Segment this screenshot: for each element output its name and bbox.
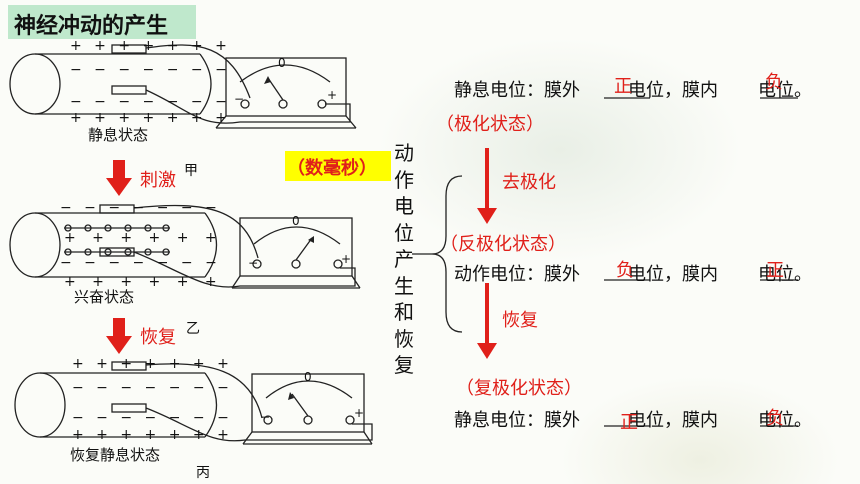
charges-inner-bottom-1: − − − − − − − xyxy=(70,94,231,110)
step-depolarization: 去极化 xyxy=(502,172,556,193)
vertical-label: 动作电 位产生 和恢复 xyxy=(394,141,414,377)
state-polarized: （极化状态） xyxy=(436,114,544,135)
charges-inner-top-3: − − − − − − − xyxy=(72,380,233,396)
step-recovery: 恢复 xyxy=(502,310,538,331)
resting-potential-line-1: 静息电位：膜外电位，膜内电位。 xyxy=(454,80,812,101)
electrode-outer-3 xyxy=(111,361,263,419)
arrow-recovery-head xyxy=(106,336,132,354)
charges-outer-top-3: + + + + + + + xyxy=(72,356,233,372)
galvanometer-1 xyxy=(215,57,357,129)
answer-1a: 正 xyxy=(614,76,632,97)
charges-outer-bottom-3: + + + + + + + xyxy=(72,427,233,443)
figure-mark-a: 甲 xyxy=(184,163,198,179)
charges-inner-top-1: − − − − − − − xyxy=(70,62,231,78)
arrow-repolarize-head xyxy=(477,343,497,359)
action-potential-line: 动作电位：膜外电位，膜内电位。 xyxy=(454,264,812,285)
electrode-inner-3 xyxy=(111,403,373,442)
answer-1b: 负 xyxy=(765,72,783,93)
state-rest-label: 静息状态 xyxy=(88,126,149,144)
meter-zero-1: 0 xyxy=(278,56,286,70)
state-excite-label: 兴奋状态 xyxy=(74,288,135,306)
local-current-loops xyxy=(64,224,170,256)
galvanometer-2 xyxy=(231,217,361,289)
arrow-stimulus-head xyxy=(106,178,132,196)
meter-plus-2: + xyxy=(341,252,352,266)
page-title: 神经冲动的产生 xyxy=(14,14,169,39)
needle-tip-2 xyxy=(308,236,314,243)
figure-mark-b: 乙 xyxy=(186,321,200,337)
answer-3a: 正 xyxy=(620,412,638,433)
charges-outer-bottom-1: + + + + + + + xyxy=(70,110,231,126)
meter-minus-3: − xyxy=(260,410,271,424)
charges-outer-bottom-2: + + + + + + xyxy=(64,274,223,290)
meter-minus-2: − xyxy=(248,256,259,270)
electrode-inner-1 xyxy=(111,85,351,124)
charges-inner-bottom-3: − − − − − − − xyxy=(72,410,233,426)
arrow-recovery-shaft xyxy=(113,318,125,336)
recovery-label: 恢复 xyxy=(140,327,176,348)
needle-tip-1 xyxy=(264,76,271,84)
electrode-outer-2 xyxy=(99,204,259,259)
meter-plus-1: + xyxy=(327,88,338,102)
charges-inner-top-2: + + + + + + xyxy=(64,230,223,246)
figure-mark-c: 丙 xyxy=(196,465,210,481)
state-recover-label: 恢复静息状态 xyxy=(70,446,161,464)
state-reverse-polarized: （反极化状态） xyxy=(440,234,566,255)
meter-zero-3: 0 xyxy=(304,370,312,384)
needle-tip-3 xyxy=(288,392,294,400)
nerve-fiber-recover xyxy=(14,372,218,438)
answer-3b: 负 xyxy=(766,408,784,429)
arrow-depolarize-head xyxy=(477,208,497,224)
state-repolarized: （复极化状态） xyxy=(456,378,582,399)
charges-outer-top-2: − − − − − − − xyxy=(60,200,221,216)
electrode-outer-1 xyxy=(111,44,251,99)
meter-plus-3: + xyxy=(354,406,365,420)
answer-2a: 负 xyxy=(616,260,634,281)
charges-outer-top-1: + + + + + + + xyxy=(70,38,231,54)
meter-minus-1: − xyxy=(234,92,245,106)
duration-highlight xyxy=(285,151,391,181)
resting-potential-line-2: 静息电位：膜外电位，膜内电位。 xyxy=(454,410,812,431)
title-box xyxy=(8,5,196,39)
charges-inner-bottom-2: − − − − − − − xyxy=(60,255,221,271)
arrow-stimulus-shaft xyxy=(113,160,125,178)
meter-zero-2: 0 xyxy=(292,214,300,228)
nerve-fiber-rest xyxy=(9,53,212,115)
duration-note: （数毫秒） xyxy=(287,158,377,179)
stimulus-label: 刺激 xyxy=(140,170,176,191)
galvanometer-3 xyxy=(242,373,373,445)
electrode-inner-2 xyxy=(99,247,356,288)
answer-2b: 正 xyxy=(766,260,784,281)
